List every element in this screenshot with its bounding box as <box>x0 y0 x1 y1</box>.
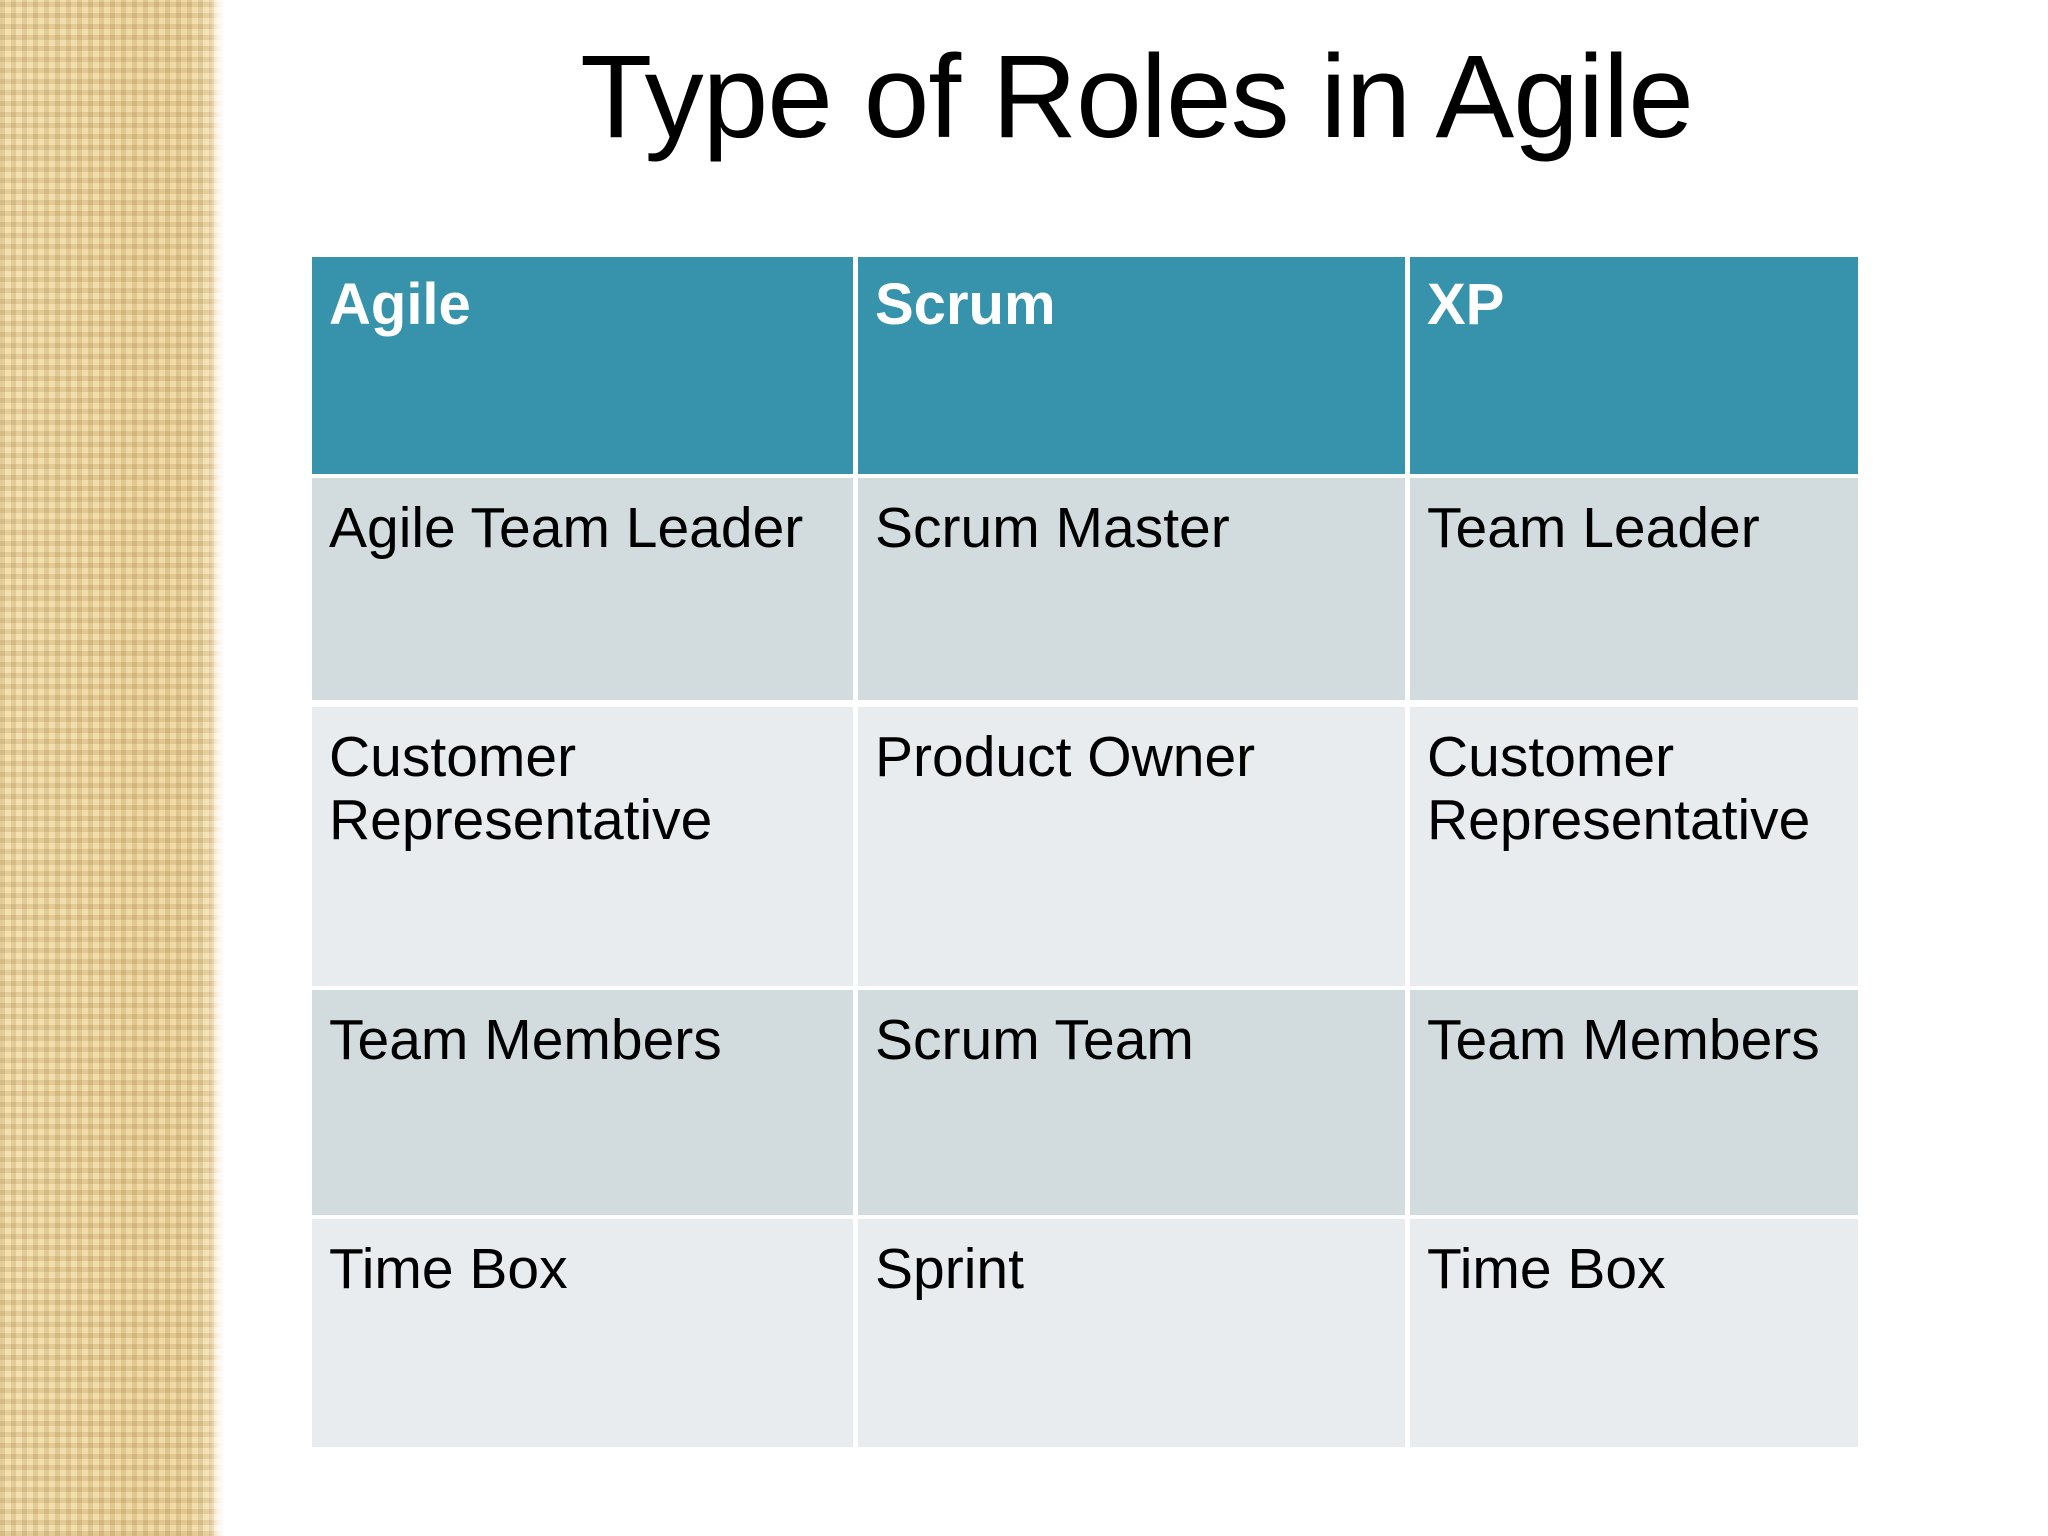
roles-comparison-table: Agile Scrum XP Agile Team Leader Scrum M… <box>312 257 1858 1447</box>
column-header-agile: Agile <box>312 257 858 478</box>
table-row: Agile Team Leader Scrum Master Team Lead… <box>312 478 1858 707</box>
table-body: Agile Team Leader Scrum Master Team Lead… <box>312 478 1858 1447</box>
table-row: Time Box Sprint Time Box <box>312 1219 1858 1447</box>
table-row: Team Members Scrum Team Team Members <box>312 990 1858 1219</box>
cell-xp: Time Box <box>1410 1219 1858 1447</box>
cell-scrum: Scrum Team <box>858 990 1410 1219</box>
column-header-scrum: Scrum <box>858 257 1410 478</box>
cell-agile: Team Members <box>312 990 858 1219</box>
cell-xp: Team Members <box>1410 990 1858 1219</box>
cell-agile: Time Box <box>312 1219 858 1447</box>
cell-agile: Agile Team Leader <box>312 478 858 707</box>
cell-scrum: Scrum Master <box>858 478 1410 707</box>
table-header-row: Agile Scrum XP <box>312 257 1858 478</box>
cell-scrum: Sprint <box>858 1219 1410 1447</box>
table-row: Customer Representative Product Owner Cu… <box>312 707 1858 990</box>
cell-agile: Customer Representative <box>312 707 858 990</box>
decorative-sidebar-band <box>0 0 225 1536</box>
cell-xp: Team Leader <box>1410 478 1858 707</box>
column-header-xp: XP <box>1410 257 1858 478</box>
table-header: Agile Scrum XP <box>312 257 1858 478</box>
cell-xp: Customer Representative <box>1410 707 1858 990</box>
page-title: Type of Roles in Agile <box>580 31 1694 163</box>
cell-scrum: Product Owner <box>858 707 1410 990</box>
